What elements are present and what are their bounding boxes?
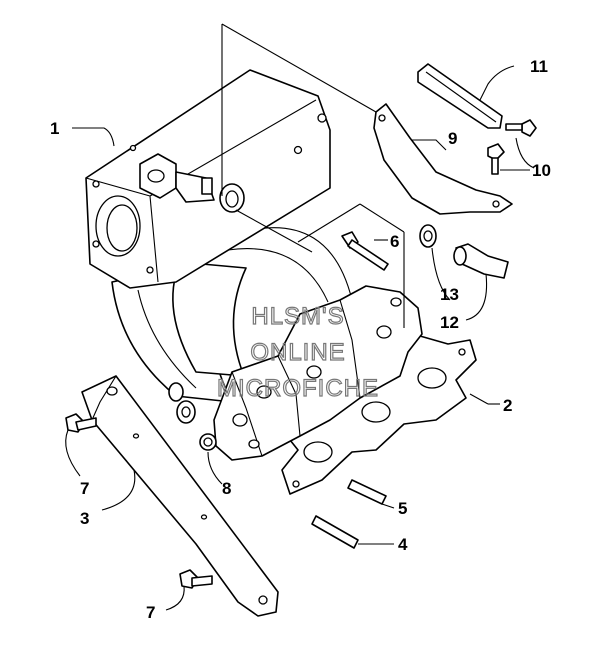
bolt-7-upper-part — [65, 413, 97, 433]
watermark-line-2: ONLINE — [250, 339, 345, 366]
watermark-line-3: MICROFICHE — [217, 375, 379, 402]
bolt-10-part — [487, 119, 537, 175]
callout-4: 4 — [398, 535, 408, 554]
callout-12: 12 — [440, 313, 459, 332]
strap-part — [417, 63, 503, 129]
bolt-7-lower-part — [179, 569, 213, 589]
callout-2: 2 — [503, 396, 512, 415]
callout-9: 9 — [448, 129, 457, 148]
callout-11: 11 — [530, 57, 548, 76]
stud-4-part — [311, 515, 359, 549]
callout-7-upper: 7 — [80, 479, 89, 498]
plug-part — [199, 433, 217, 451]
leader-lines — [65, 23, 535, 611]
sensor-bracket-part — [373, 103, 513, 215]
callout-8: 8 — [222, 479, 231, 498]
stud-5-part — [347, 479, 387, 505]
callout-7-lower: 7 — [146, 603, 155, 622]
sensor-part — [453, 243, 509, 279]
support-bracket-part — [81, 375, 279, 617]
callout-6: 6 — [390, 232, 399, 251]
watermark-line-1: HLSM'S — [251, 303, 344, 330]
callout-13: 13 — [440, 285, 459, 304]
callout-labels: 1 2 3 4 5 6 7 7 8 9 10 11 12 13 — [50, 57, 551, 622]
watermark: HLSM'S ONLINE MICROFICHE — [216, 302, 379, 402]
callout-1: 1 — [50, 119, 59, 138]
exhaust-manifold-part — [85, 69, 353, 403]
callout-5: 5 — [398, 499, 407, 518]
cylinder-flange-part — [168, 285, 423, 461]
callout-10: 10 — [532, 161, 551, 180]
bolt-6-part — [341, 231, 389, 271]
callout-3: 3 — [80, 509, 89, 528]
washer-part — [419, 224, 437, 248]
